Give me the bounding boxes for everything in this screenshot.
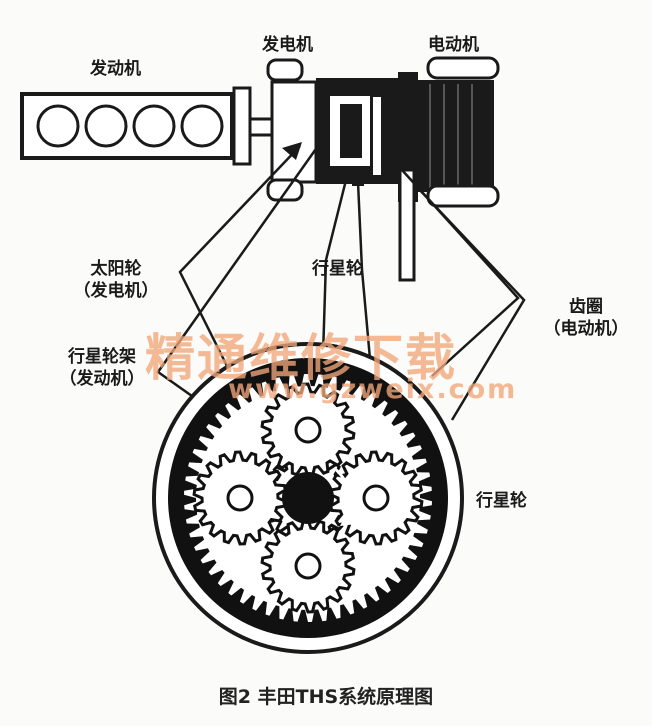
planet-gear-pin xyxy=(362,484,390,512)
ring-gear-sublabel: （电动机） xyxy=(543,319,629,339)
planet-gear-pin xyxy=(294,416,322,444)
planetary-gear-set xyxy=(152,342,464,654)
generator-unit xyxy=(266,58,318,202)
motor-unit xyxy=(398,56,500,208)
figure-caption: 图2 丰田THS系统原理图 xyxy=(218,686,434,708)
engine-label: 发动机 xyxy=(90,59,141,79)
flywheel xyxy=(232,86,252,166)
sun-gear-hub xyxy=(282,472,334,524)
planet-gear-right-label: 行星轮 xyxy=(476,491,527,511)
sun-gear-label: 太阳轮 xyxy=(90,259,142,279)
engine-block xyxy=(20,92,234,160)
ring-gear-label: 齿圈 xyxy=(569,297,603,317)
output-shaft xyxy=(398,168,416,282)
carrier-sublabel: （发动机） xyxy=(59,369,145,389)
planet-gear-pin xyxy=(226,484,254,512)
motor-label: 电动机 xyxy=(428,35,479,55)
carrier-label: 行星轮架 xyxy=(68,347,136,367)
planet-gears xyxy=(192,382,424,614)
sun-gear-sublabel: （发电机） xyxy=(73,281,159,301)
watermark-url: www.gzweix.com xyxy=(228,374,518,405)
generator-label: 发电机 xyxy=(262,35,313,55)
planet-gear-top-label: 行星轮 xyxy=(312,259,363,279)
planetary-housing xyxy=(316,78,398,186)
planet-gear-pin xyxy=(294,552,322,580)
watermark-text: 精通维修下载 xyxy=(145,329,457,387)
